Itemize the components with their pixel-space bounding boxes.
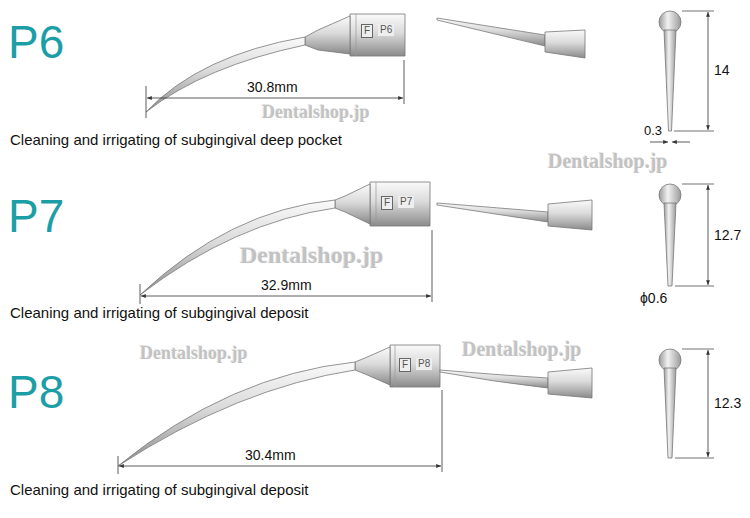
dimension-value: 32.9mm bbox=[261, 277, 312, 293]
extension-line bbox=[675, 286, 714, 287]
extension-line bbox=[404, 60, 405, 104]
tip-blade bbox=[118, 362, 355, 466]
model-name: P8 bbox=[8, 366, 64, 419]
watermark: Dentalshop.jp bbox=[262, 102, 370, 123]
engraved-mark: F bbox=[361, 24, 373, 38]
p8-end-view bbox=[659, 349, 714, 458]
extension-line bbox=[682, 184, 714, 185]
tip-shank bbox=[370, 182, 430, 226]
watermark: Dentalshop.jp bbox=[462, 338, 581, 361]
extension-line bbox=[140, 284, 141, 304]
engraved-mark: P6 bbox=[378, 24, 394, 36]
p8-tip bbox=[118, 345, 442, 474]
end-blade bbox=[664, 368, 676, 458]
dimension-value: ϕ0.6 bbox=[640, 290, 667, 306]
engraved-mark: F bbox=[381, 196, 393, 210]
usage-note: Cleaning and irrigating of subgingival d… bbox=[10, 304, 309, 321]
dimension-value: 0.3 bbox=[644, 124, 662, 139]
dimension-line bbox=[708, 12, 709, 130]
tip-cone bbox=[355, 347, 390, 385]
p6-side-view bbox=[437, 18, 585, 58]
dimension-line bbox=[672, 142, 690, 143]
extension-line bbox=[432, 230, 433, 302]
shank-ridge bbox=[376, 182, 377, 226]
dimension-line bbox=[708, 350, 709, 457]
watermark: Dentalshop.jp bbox=[140, 343, 248, 364]
usage-note: Cleaning and irrigating of subgingival d… bbox=[10, 131, 342, 148]
shank-ridge bbox=[395, 345, 396, 387]
tip-cone bbox=[335, 184, 370, 224]
tip-shank bbox=[350, 14, 405, 56]
side-blade bbox=[440, 370, 548, 388]
engraved-mark: F bbox=[399, 358, 411, 372]
engraved-mark: P7 bbox=[398, 196, 414, 208]
p6-end-view bbox=[650, 11, 714, 142]
side-blade bbox=[437, 18, 545, 46]
dimension-line bbox=[141, 296, 431, 297]
engraved-mark: P8 bbox=[416, 358, 432, 370]
extension-line bbox=[118, 456, 119, 474]
tip-cone bbox=[305, 16, 350, 54]
dimension-line bbox=[119, 466, 441, 467]
p7-side-view bbox=[437, 200, 592, 230]
side-blade bbox=[437, 203, 548, 222]
dimension-value: 12.3 bbox=[714, 395, 741, 411]
p8-side-view bbox=[440, 368, 592, 398]
extension-line bbox=[682, 349, 714, 350]
watermark: Dentalshop.jp bbox=[240, 242, 383, 270]
dimension-line bbox=[708, 185, 709, 285]
dimension-line bbox=[650, 142, 668, 143]
dimension-value: 30.4mm bbox=[245, 447, 296, 463]
p7-tip bbox=[140, 182, 432, 304]
extension-line bbox=[146, 86, 147, 118]
tip-blade bbox=[146, 37, 305, 112]
dimension-value: 30.8mm bbox=[247, 79, 298, 95]
side-shank bbox=[548, 368, 592, 398]
extension-line bbox=[442, 390, 443, 472]
shank-ridge bbox=[356, 14, 357, 56]
dimension-value: 12.7 bbox=[714, 227, 741, 243]
dimension-value: 14 bbox=[714, 62, 730, 78]
dimension-line bbox=[147, 98, 403, 99]
p7-end-view bbox=[659, 184, 714, 286]
side-shank bbox=[548, 200, 592, 230]
usage-note: Cleaning and irrigating of subgingival d… bbox=[10, 481, 309, 498]
extension-line bbox=[675, 458, 714, 459]
tip-shank bbox=[390, 345, 440, 387]
extension-line bbox=[682, 11, 714, 12]
extension-line bbox=[674, 131, 714, 132]
watermark: Dentalshop.jp bbox=[548, 150, 667, 173]
side-shank bbox=[545, 30, 585, 58]
end-blade bbox=[664, 203, 676, 286]
end-blade bbox=[664, 30, 676, 131]
model-name: P6 bbox=[8, 16, 64, 69]
model-name: P7 bbox=[8, 190, 64, 243]
